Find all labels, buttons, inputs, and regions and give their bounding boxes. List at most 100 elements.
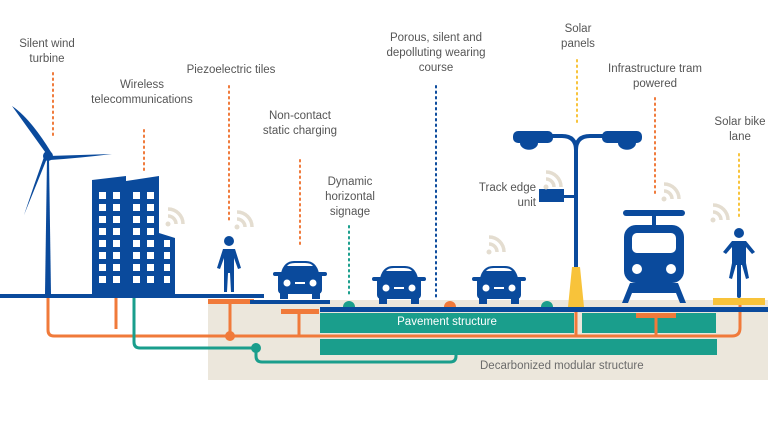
window bbox=[113, 240, 120, 247]
label-piezo: Piezoelectric tiles bbox=[176, 63, 286, 78]
label-tram: Infrastructure tram powered bbox=[596, 62, 714, 92]
label-line: Infrastructure tram bbox=[608, 63, 702, 75]
label-line: Solar bike bbox=[714, 116, 766, 128]
label-line: powered bbox=[632, 78, 678, 90]
wifi-icon bbox=[234, 210, 254, 230]
road-surface bbox=[320, 307, 768, 312]
label-line: unit bbox=[517, 197, 536, 209]
label-line: Dynamic bbox=[327, 176, 373, 188]
tram-power-plate bbox=[636, 313, 676, 318]
label-bike-lane: Solar bike lane bbox=[706, 115, 768, 145]
label-line: Silent wind bbox=[19, 38, 75, 50]
network-node-orange bbox=[225, 331, 235, 341]
window bbox=[147, 276, 154, 283]
label-line: static charging bbox=[262, 125, 338, 137]
window bbox=[113, 204, 120, 211]
window bbox=[99, 252, 106, 259]
label-wireless: Wireless telecommunications bbox=[80, 78, 204, 108]
label-line: Wireless bbox=[119, 79, 165, 91]
window bbox=[99, 192, 106, 199]
window bbox=[164, 240, 170, 247]
signage-marker bbox=[343, 301, 355, 307]
window bbox=[113, 216, 120, 223]
window bbox=[133, 276, 140, 283]
window bbox=[113, 264, 120, 271]
label-line: Piezoelectric tiles bbox=[186, 64, 276, 76]
window bbox=[99, 240, 106, 247]
signage-marker-2 bbox=[541, 301, 553, 307]
car-icon bbox=[372, 266, 426, 304]
window bbox=[133, 192, 140, 199]
window bbox=[133, 228, 140, 235]
window bbox=[113, 192, 120, 199]
piezo-plate bbox=[208, 299, 254, 304]
pavement-structure-layer bbox=[320, 313, 574, 333]
window bbox=[147, 216, 154, 223]
window bbox=[164, 252, 170, 259]
wearing-course-marker bbox=[444, 301, 456, 307]
label-line: horizontal bbox=[325, 191, 375, 203]
window bbox=[147, 252, 154, 259]
label-line: course bbox=[418, 62, 454, 74]
window bbox=[147, 240, 154, 247]
label-track-edge: Track edge unit bbox=[466, 181, 536, 211]
window bbox=[113, 228, 120, 235]
label-line: Non-contact bbox=[268, 110, 331, 122]
window bbox=[113, 276, 120, 283]
window bbox=[99, 204, 106, 211]
cyclist-icon bbox=[713, 228, 765, 305]
window bbox=[147, 264, 154, 271]
data-network bbox=[132, 298, 458, 364]
modular-structure-layer bbox=[320, 339, 717, 355]
car-icon bbox=[472, 266, 526, 304]
label-pavement-structure: Pavement structure bbox=[397, 316, 497, 328]
label-line: Porous, silent and bbox=[389, 32, 483, 44]
label-line: depolluting wearing bbox=[386, 47, 486, 59]
label-line: Track edge bbox=[478, 182, 536, 194]
label-line: signage bbox=[329, 206, 371, 218]
wifi-icon bbox=[165, 207, 185, 227]
window bbox=[133, 264, 140, 271]
charging-plate bbox=[281, 309, 319, 314]
window bbox=[147, 204, 154, 211]
window bbox=[164, 276, 170, 283]
window bbox=[99, 216, 106, 223]
building-icon bbox=[92, 176, 175, 294]
window bbox=[147, 192, 154, 199]
label-line: Solar bbox=[564, 23, 592, 35]
ground-line-left bbox=[0, 294, 264, 298]
label-line: telecommunications bbox=[91, 94, 193, 106]
label-solar-panels: Solar panels bbox=[552, 22, 604, 52]
window bbox=[164, 264, 170, 271]
wifi-icon bbox=[543, 170, 563, 190]
street-lamp-icon bbox=[513, 131, 642, 307]
window bbox=[133, 240, 140, 247]
window bbox=[113, 252, 120, 259]
wifi-icon bbox=[661, 182, 681, 202]
car-icon bbox=[273, 261, 327, 299]
wifi-icon bbox=[486, 235, 506, 255]
window bbox=[99, 228, 106, 235]
label-signage: Dynamic horizontal signage bbox=[316, 175, 384, 220]
window bbox=[99, 276, 106, 283]
label-wind-turbine: Silent wind turbine bbox=[8, 37, 86, 67]
window bbox=[133, 216, 140, 223]
label-modular-structure: Decarbonized modular structure bbox=[480, 360, 644, 372]
window bbox=[99, 264, 106, 271]
wifi-icon bbox=[710, 203, 730, 223]
label-line: lane bbox=[729, 131, 751, 143]
pedestrian-icon bbox=[217, 236, 241, 292]
power-network bbox=[46, 298, 742, 338]
wind-turbine-icon bbox=[12, 106, 112, 294]
ground-line-mid bbox=[250, 300, 330, 304]
window bbox=[133, 252, 140, 259]
pavement-structure-layer-right bbox=[582, 313, 716, 333]
network-node-teal bbox=[251, 343, 261, 353]
label-line: turbine bbox=[29, 53, 65, 65]
label-static-charging: Non-contact static charging bbox=[252, 109, 348, 139]
label-wearing-course: Porous, silent and depolluting wearing c… bbox=[378, 31, 494, 76]
window bbox=[147, 228, 154, 235]
window bbox=[133, 204, 140, 211]
